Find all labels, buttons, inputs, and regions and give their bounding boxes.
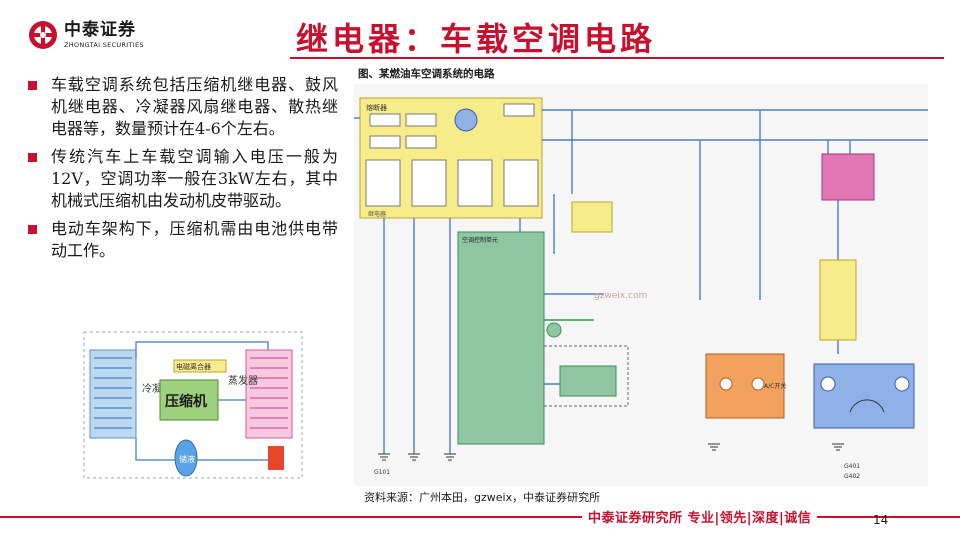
bullet-text: 电动车架构下，压缩机需由电池供电带动工作。 (51, 219, 338, 260)
logo-name-cn: 中泰证券 (64, 19, 136, 40)
control-unit-label: 空调控制单元 (462, 236, 498, 244)
fuse-box-label: 熔断器 (366, 103, 387, 112)
bullet-item: 电动车架构下，压缩机需由电池供电带动工作。 (28, 218, 338, 262)
company-logo-icon (29, 21, 57, 49)
ground-label-g401: G401 (844, 463, 860, 470)
evaporator-label: 蒸发器 (228, 374, 258, 387)
clutch-label: 电磁离合器 (176, 362, 211, 371)
watermark-label: gzweix.com (594, 291, 647, 301)
ground-label-g402: G402 (844, 473, 860, 480)
ground-label-g101: G101 (374, 469, 390, 476)
bullet-item: 传统汽车上车载空调输入电压一般为12V，空调功率一般在3kW左右，其中机械式压缩… (28, 146, 338, 212)
bullet-list: 车载空调系统包括压缩机继电器、鼓风机继电器、冷凝器风扇继电器、散热继电器等，数量… (28, 74, 338, 268)
bullet-text: 传统汽车上车载空调输入电压一般为12V，空调功率一般在3kW左右，其中机械式压缩… (51, 147, 338, 210)
ac-cycle-diagram: 冷凝器 压缩机 电磁离合器 蒸发器 储液 (83, 331, 303, 479)
bullet-square-icon (28, 81, 37, 90)
company-logo: 中泰证券 ZHONGTAI SECURITIES (28, 20, 144, 50)
bullet-square-icon (28, 153, 37, 162)
page-number: 14 (873, 513, 889, 527)
bullet-item: 车载空调系统包括压缩机继电器、鼓风机继电器、冷凝器风扇继电器、散热继电器等，数量… (28, 74, 338, 140)
logo-name-en: ZHONGTAI SECURITIES (64, 40, 144, 49)
relay-box-label: 继电器 (368, 210, 386, 218)
title-divider (290, 57, 944, 59)
source-note: 资料来源：广州本田，gzweix，中泰证券研究所 (364, 491, 601, 504)
footer-slogan: 中泰证券研究所 专业|领先|深度|诚信 (582, 507, 818, 526)
bullet-text: 车载空调系统包括压缩机继电器、鼓风机继电器、冷凝器风扇继电器、散热继电器等，数量… (51, 75, 338, 138)
figure-caption: 图、某燃油车空调系统的电路 (358, 68, 495, 80)
slide-title: 继电器：车载空调电路 (296, 20, 657, 58)
footer-divider (0, 516, 960, 518)
compressor-label: 压缩机 (165, 393, 207, 410)
receiver-label: 储液 (179, 454, 195, 464)
bullet-square-icon (28, 225, 37, 234)
ac-switch-label: A/C开关 (764, 382, 786, 390)
ac-circuit-diagram: 熔断器 继电器 空调控制单元 (354, 84, 928, 486)
